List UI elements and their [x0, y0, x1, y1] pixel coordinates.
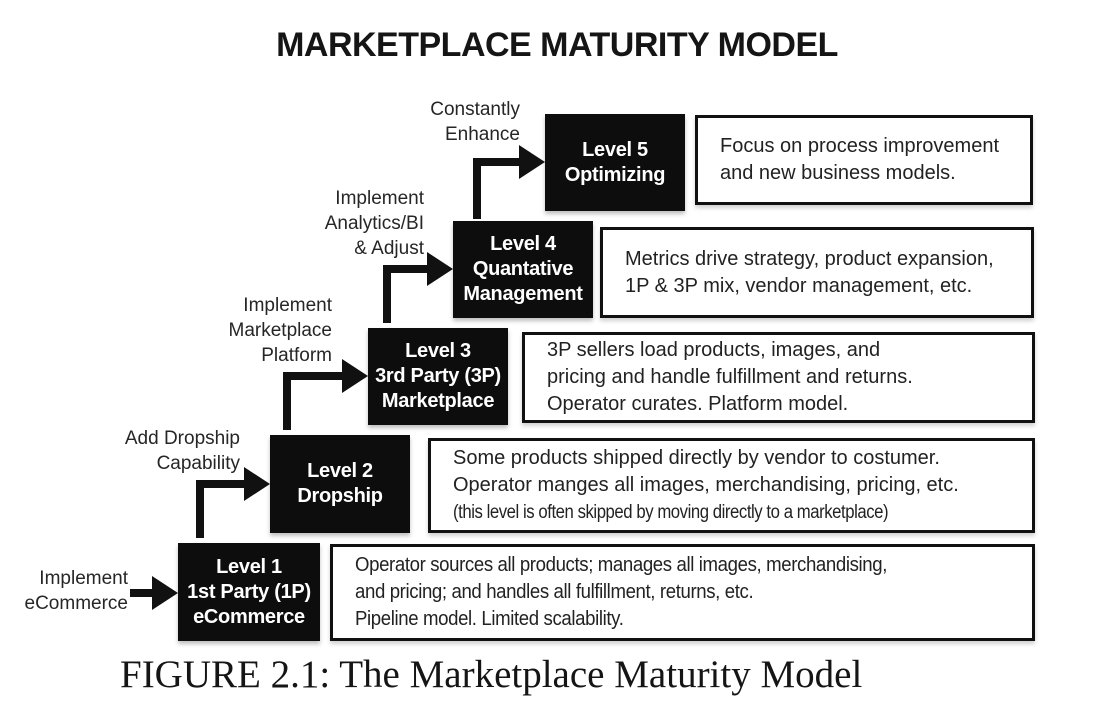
level-4-description: Metrics drive strategy, product expansio…	[600, 227, 1034, 318]
arrowhead-right-icon	[152, 576, 178, 610]
description-line: Pipeline model. Limited scalability.	[355, 608, 624, 630]
level-2-transition-label: Add Dropship Capability	[124, 428, 240, 474]
description-line: Focus on process improvement	[720, 135, 1000, 157]
description-line: 1P & 3P mix, vendor management, etc.	[625, 274, 973, 297]
arrow-shaft	[473, 158, 481, 219]
description-line: Operator sources all products; manages a…	[355, 554, 888, 576]
arrow-shaft	[473, 158, 519, 166]
arrowhead-right-icon	[519, 145, 545, 179]
arrow-shaft	[383, 265, 391, 323]
description-line: 3P sellers load products, images, and	[547, 339, 881, 361]
level-2-box: Level 2 Dropship	[270, 435, 410, 533]
arrowhead-right-icon	[342, 359, 368, 393]
level-3-transition-label: Implement Marketplace Platform	[228, 295, 333, 366]
description-line: Metrics drive strategy, product expansio…	[625, 247, 994, 270]
figure-caption: FIGURE 2.1: The Marketplace Maturity Mod…	[120, 653, 863, 696]
level-2-description: Some products shipped directly by vendor…	[428, 438, 1035, 533]
arrow-shaft	[283, 372, 291, 430]
diagram-title: MARKETPLACE MATURITY MODEL	[276, 26, 838, 64]
description-line: Operator curates. Platform model.	[547, 393, 849, 415]
arrow-shaft	[196, 480, 204, 538]
description-line: pricing and handle fulfillment and retur…	[547, 366, 913, 388]
level-1-box: Level 1 1st Party (1P) eCommerce	[178, 543, 320, 641]
level-4-box: Level 4 Quantative Management	[453, 221, 593, 318]
level-3-box: Level 3 3rd Party (3P) Marketplace	[368, 328, 508, 425]
level-5-box: Level 5 Optimizing	[545, 114, 685, 211]
arrow-shaft	[196, 480, 244, 488]
arrow-shaft	[130, 589, 152, 597]
level-5-description: Focus on process improvement and new bus…	[695, 115, 1033, 205]
level-4-transition-label: Implement Analytics/BI & Adjust	[324, 188, 424, 259]
level-5-transition-label: Constantly Enhance	[430, 99, 520, 145]
arrowhead-right-icon	[427, 252, 453, 286]
description-line: and new business models.	[720, 162, 956, 184]
level-3-description: 3P sellers load products, images, and pr…	[522, 332, 1035, 423]
description-line: (this level is often skipped by moving d…	[453, 502, 889, 523]
description-line: Operator manges all images, merchandisin…	[453, 474, 959, 496]
arrow-shaft	[283, 372, 342, 380]
description-line: and pricing; and handles all fulfillment…	[355, 581, 754, 603]
arrow-shaft	[383, 265, 427, 273]
description-line: Some products shipped directly by vendor…	[453, 447, 940, 469]
arrowhead-right-icon	[244, 467, 270, 501]
level-1-transition-label: Implement eCommerce	[24, 568, 128, 614]
level-1-description: Operator sources all products; manages a…	[330, 544, 1035, 641]
